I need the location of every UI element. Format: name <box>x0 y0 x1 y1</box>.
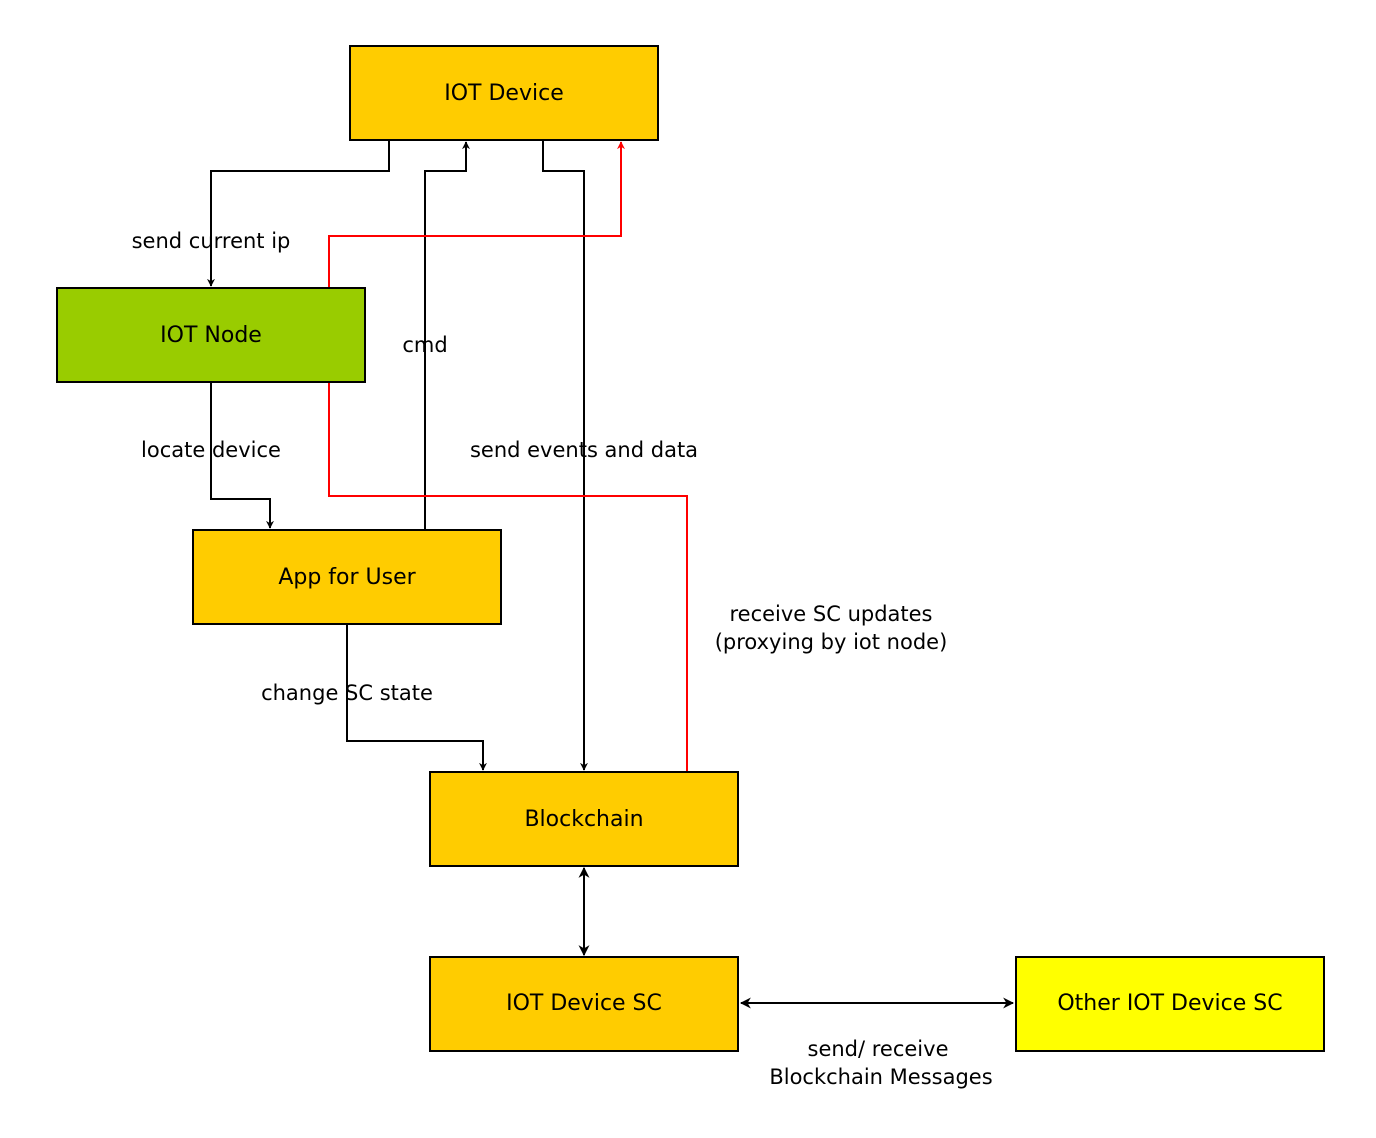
node-iot-node: IOT Node <box>56 287 366 383</box>
edge-label-cmd: cmd <box>402 333 447 357</box>
edge-cmd <box>424 141 470 530</box>
edge-label-blockchain-messages-line2: Blockchain Messages <box>769 1065 992 1089</box>
node-iot-device-label: IOT Device <box>444 81 563 106</box>
edge-send-current-ip <box>207 140 390 287</box>
node-iot-device-box <box>349 45 659 141</box>
node-iot-device: IOT Device <box>349 45 659 141</box>
node-other-iot-device-sc-box <box>1015 956 1325 1052</box>
node-app-for-user-box <box>192 529 502 625</box>
edge-label-send-events-and-data: send events and data <box>470 438 698 462</box>
edge-label-change-sc-state: change SC state <box>261 681 433 705</box>
node-blockchain-label: Blockchain <box>524 807 643 832</box>
node-iot-node-box <box>56 287 366 383</box>
node-iot-device-sc: IOT Device SC <box>429 956 739 1052</box>
edge-change-sc-state <box>346 624 487 771</box>
node-blockchain: Blockchain <box>429 771 739 867</box>
nodes: IOT Device IOT Node App for User Blockch… <box>56 45 1325 1052</box>
edge-label-locate-device: locate device <box>141 438 281 462</box>
edge-labels: send current ip cmd locate device send e… <box>132 229 993 1089</box>
edge-label-blockchain-messages-line1: send/ receive <box>808 1037 949 1061</box>
edge-locate-device <box>210 382 274 529</box>
node-other-iot-device-sc-label: Other IOT Device SC <box>1057 991 1282 1016</box>
edge-label-send-current-ip: send current ip <box>132 229 291 253</box>
node-other-iot-device-sc: Other IOT Device SC <box>1015 956 1325 1052</box>
node-app-for-user-label: App for User <box>278 565 416 590</box>
node-iot-device-sc-box <box>429 956 739 1052</box>
edge-label-receive-sc-updates-line1: receive SC updates <box>729 602 932 626</box>
edge-label-receive-sc-updates-line2: (proxying by iot node) <box>715 630 948 654</box>
node-iot-device-sc-label: IOT Device SC <box>506 991 662 1016</box>
node-blockchain-box <box>429 771 739 867</box>
edge-send-events-and-data <box>542 140 588 771</box>
node-app-for-user: App for User <box>192 529 502 625</box>
node-iot-node-label: IOT Node <box>160 323 262 348</box>
